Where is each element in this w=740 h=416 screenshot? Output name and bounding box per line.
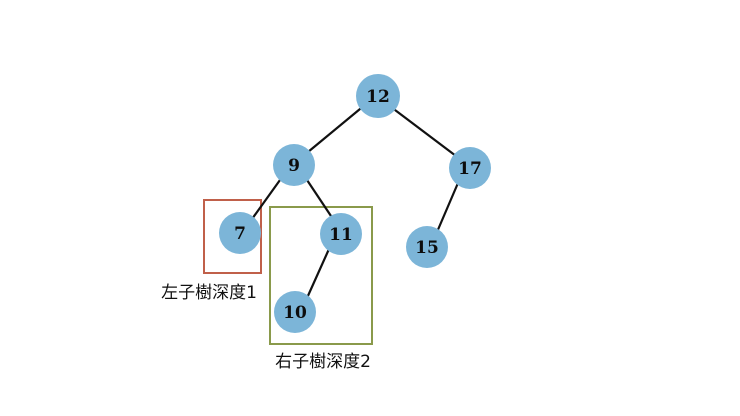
tree-node-9[interactable]: 9 bbox=[273, 144, 315, 186]
node-circle bbox=[320, 213, 362, 255]
node-label: 10 bbox=[283, 303, 307, 323]
tree-node-11[interactable]: 11 bbox=[320, 213, 362, 255]
tree-nodes: 12 9 17 7 11 15 bbox=[219, 74, 491, 333]
node-label: 7 bbox=[234, 224, 246, 244]
tree-node-7[interactable]: 7 bbox=[219, 212, 261, 254]
node-label: 9 bbox=[288, 156, 300, 176]
edge-9-11 bbox=[305, 178, 333, 218]
tree-edges bbox=[250, 107, 460, 300]
node-circle bbox=[273, 144, 315, 186]
node-circle bbox=[406, 226, 448, 268]
edge-9-7 bbox=[250, 178, 282, 221]
node-circle bbox=[356, 74, 400, 118]
node-circle bbox=[219, 212, 261, 254]
node-label: 12 bbox=[366, 87, 390, 107]
tree-node-15[interactable]: 15 bbox=[406, 226, 448, 268]
right-subtree-box bbox=[269, 206, 373, 345]
node-label: 11 bbox=[329, 225, 353, 245]
node-circle bbox=[449, 147, 491, 189]
edge-11-10 bbox=[305, 247, 331, 300]
tree-node-12[interactable]: 12 bbox=[356, 74, 400, 118]
right-subtree-caption: 右子樹深度2 bbox=[275, 352, 371, 372]
edge-12-17 bbox=[393, 108, 458, 158]
left-subtree-caption: 左子樹深度1 bbox=[161, 283, 257, 303]
tree-node-17[interactable]: 17 bbox=[449, 147, 491, 189]
tree-node-10[interactable]: 10 bbox=[274, 291, 316, 333]
left-subtree-box bbox=[203, 199, 262, 274]
edge-17-15 bbox=[435, 181, 460, 234]
node-label: 17 bbox=[458, 159, 482, 179]
node-circle bbox=[274, 291, 316, 333]
edge-12-9 bbox=[306, 107, 362, 154]
node-label: 15 bbox=[415, 238, 439, 258]
